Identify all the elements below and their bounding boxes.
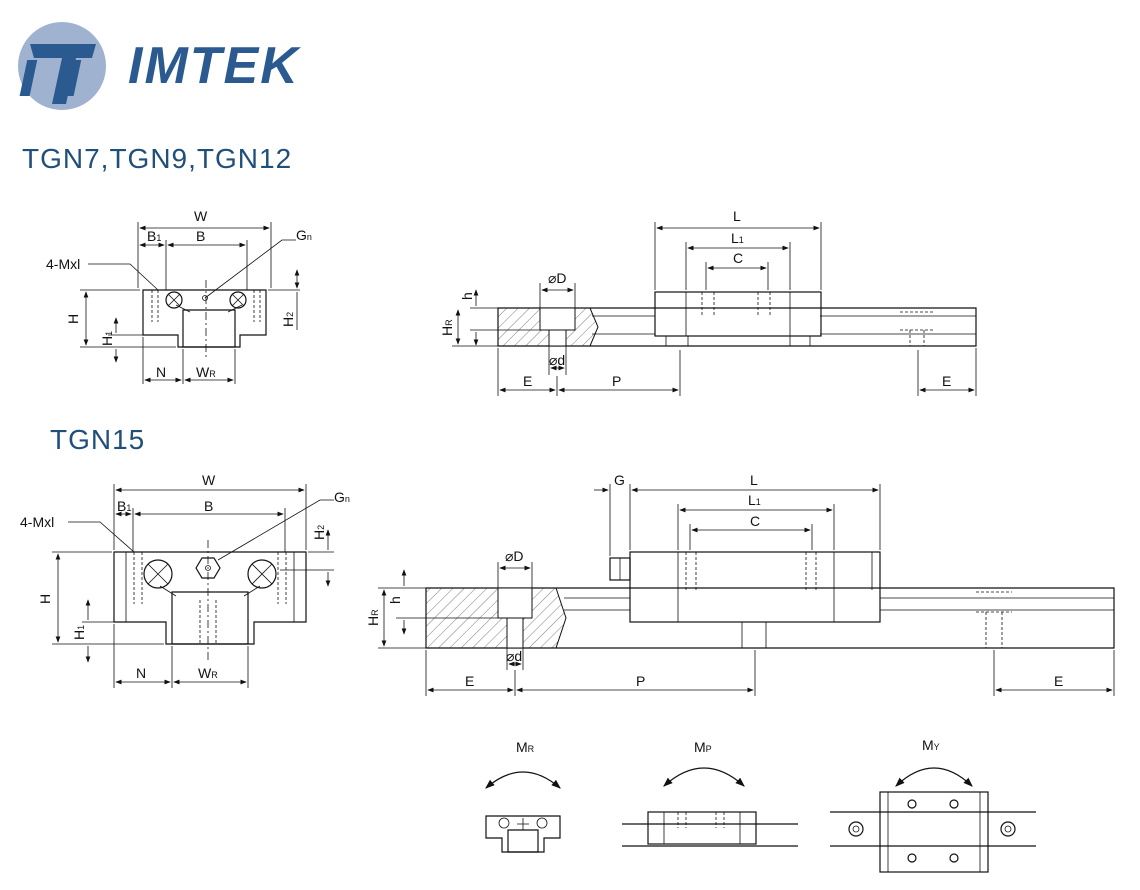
moment-mr-diagram [485, 771, 561, 853]
dim-e-1a: E [523, 373, 532, 389]
dim-d-small-2: ⌀d [506, 648, 522, 664]
dim-l1-1: L1 [731, 230, 744, 246]
dim-gn-1: Gn [296, 227, 312, 243]
section-title-tgn7-9-12: TGN7,TGN9,TGN12 [22, 143, 293, 174]
dim-gn-2: Gn [334, 489, 350, 505]
dim-d-big-2: ⌀D [505, 548, 524, 564]
dim-h1-1: H1 [99, 331, 115, 346]
dim-w-2: W [202, 472, 216, 488]
dim-c-2: C [750, 513, 760, 529]
moment-mp-label: MP [694, 739, 712, 755]
dim-h2-2: H2 [311, 525, 327, 540]
dim-e-1b: E [942, 373, 951, 389]
dim-l-1: L [733, 208, 741, 224]
dim-p-1: P [612, 373, 621, 389]
moment-my-label: MY [922, 737, 940, 753]
dim-wr-1: WR [196, 364, 216, 380]
moment-mr-label: MR [516, 739, 535, 755]
logo-icon [18, 22, 106, 110]
section-title-tgn15: TGN15 [50, 424, 146, 455]
dim-c-1: C [733, 250, 743, 266]
dim-n-2: N [136, 665, 146, 681]
dim-w-1: W [194, 208, 208, 224]
dim-mxl-2: 4-Mxl [20, 514, 54, 530]
dim-h-1: H [65, 314, 81, 324]
dim-b1-1: B1 [147, 228, 161, 244]
dim-d-big-1: ⌀D [548, 270, 567, 286]
dim-b-1: B [196, 228, 205, 244]
dim-e-2a: E [465, 673, 474, 689]
dim-l1-2: L1 [748, 492, 761, 508]
side-view-tgn15 [378, 484, 1115, 696]
dim-h1-2: H1 [71, 625, 87, 640]
dim-h-small-2: h [387, 596, 403, 604]
dim-e-2b: E [1054, 673, 1063, 689]
dim-p-2: P [636, 673, 645, 689]
dim-hr-1: HR [439, 319, 455, 336]
moment-mp-diagram [622, 767, 798, 847]
dim-d-small-1: ⌀d [549, 352, 565, 368]
dim-b1-2: B1 [117, 498, 131, 514]
moment-my-diagram [830, 767, 1036, 873]
side-view-small [452, 222, 977, 396]
dim-h-small-1: h [459, 292, 475, 300]
dim-n-1: N [156, 364, 166, 380]
dim-hr-2: HR [365, 609, 381, 626]
dim-g-2: G [614, 472, 625, 488]
dim-h2-1: H2 [280, 312, 296, 327]
dim-h-2: H [37, 594, 53, 604]
end-view-small [80, 222, 300, 384]
dim-mxl-1: 4-Mxl [46, 256, 80, 272]
dim-b-2: B [204, 498, 213, 514]
logo-text: IMTEK [128, 37, 300, 95]
end-view-tgn15 [52, 484, 334, 688]
dim-wr-2: WR [198, 665, 218, 681]
dim-l-2: L [750, 472, 758, 488]
